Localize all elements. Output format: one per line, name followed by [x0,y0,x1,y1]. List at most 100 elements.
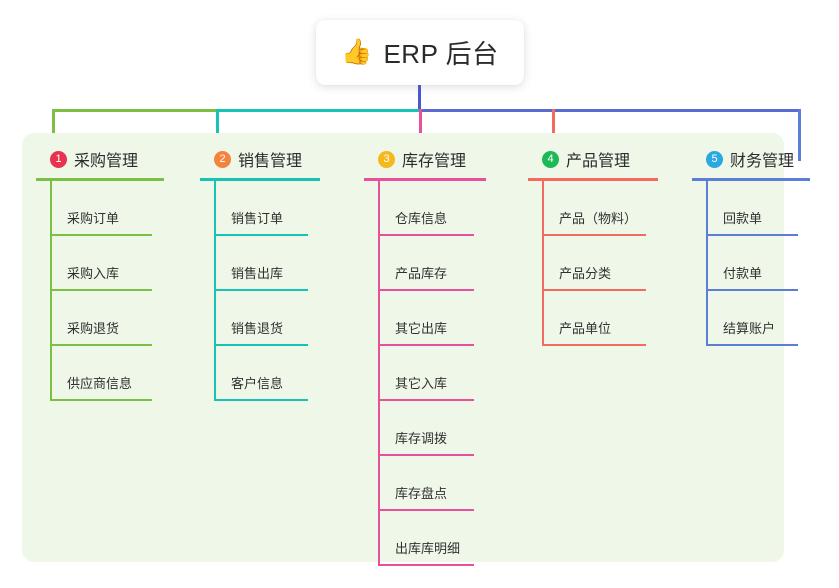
leaf-item[interactable]: 库存盘点 [364,456,486,511]
leaf-item-underline [214,234,308,236]
column-spine-3 [378,181,380,566]
leaf-item-underline [214,289,308,291]
column-items-2: 销售订单销售出库销售退货客户信息 [200,181,320,401]
leaf-item-label: 产品库存 [395,266,448,281]
column-title-5: 财务管理 [730,153,795,170]
leaf-item-label: 销售退货 [231,321,284,336]
bus-segment-green [52,109,216,112]
column-header-3[interactable]: 3 库存管理 [364,146,486,172]
drop-connector-5 [798,109,801,161]
column-badge-4: 4 [542,150,559,168]
column-spine-2 [214,181,216,401]
leaf-item[interactable]: 回款单 [692,181,810,236]
column-4: 4 产品管理产品（物料） 产品分类产品单位 [528,146,658,346]
leaf-item-underline [542,344,646,346]
column-title-1: 采购管理 [74,153,139,170]
column-title-3: 库存管理 [402,153,467,170]
leaf-item-label: 结算账户 [723,321,776,336]
column-items-5: 回款单付款单结算账户 [692,181,810,346]
column-underline-1 [36,178,164,181]
leaf-item[interactable]: 销售订单 [200,181,320,236]
leaf-item[interactable]: 产品单位 [528,291,658,346]
leaf-item[interactable]: 出库库明细 [364,511,486,566]
leaf-item-label: 采购订单 [67,211,120,226]
leaf-item-underline [542,234,646,236]
column-underline-5 [692,178,810,181]
leaf-item[interactable]: 产品分类 [528,236,658,291]
leaf-item-label: 销售出库 [231,266,284,281]
leaf-item-label: 库存盘点 [395,486,448,501]
leaf-item-underline [378,289,474,291]
column-title-2: 销售管理 [238,153,303,170]
column-header-1[interactable]: 1 采购管理 [36,146,164,172]
leaf-item[interactable]: 其它出库 [364,291,486,346]
leaf-item-underline [50,344,152,346]
leaf-item[interactable]: 库存调拨 [364,401,486,456]
leaf-item[interactable]: 采购退货 [36,291,164,346]
leaf-item-label: 产品（物料） [559,211,638,226]
leaf-item-underline [50,399,152,401]
background-panel [22,133,784,562]
column-spine-4 [542,181,544,346]
column-title-4: 产品管理 [566,153,631,170]
leaf-item-label: 销售订单 [231,211,284,226]
leaf-item-underline [706,289,798,291]
root-title-card[interactable]: 👍 ERP 后台 [316,20,524,85]
column-underline-2 [200,178,320,181]
column-items-4: 产品（物料） 产品分类产品单位 [528,181,658,346]
bus-segment-teal [216,109,419,112]
leaf-item-label: 其它入库 [395,376,448,391]
leaf-item-underline [378,509,474,511]
column-1: 1 采购管理采购订单采购入库采购退货供应商信息 [36,146,164,401]
leaf-item-label: 产品分类 [559,266,612,281]
leaf-item[interactable]: 采购入库 [36,236,164,291]
leaf-item-label: 出库库明细 [395,541,461,556]
leaf-item[interactable]: 供应商信息 [36,346,164,401]
leaf-item-underline [706,234,798,236]
leaf-item-underline [378,344,474,346]
column-badge-1: 1 [50,150,67,168]
leaf-item-label: 仓库信息 [395,211,448,226]
column-spine-1 [50,181,52,401]
leaf-item-underline [378,564,474,566]
leaf-item[interactable]: 仓库信息 [364,181,486,236]
leaf-item[interactable]: 产品（物料） [528,181,658,236]
leaf-item-label: 客户信息 [231,376,284,391]
column-header-4[interactable]: 4 产品管理 [528,146,658,172]
leaf-item[interactable]: 其它入库 [364,346,486,401]
leaf-item-label: 其它出库 [395,321,448,336]
thumbs-up-icon: 👍 [341,38,373,66]
root-title-inner: 👍 ERP 后台 [341,34,498,71]
leaf-item-label: 产品单位 [559,321,612,336]
column-badge-3: 3 [378,150,395,168]
leaf-item[interactable]: 付款单 [692,236,810,291]
leaf-item-underline [542,289,646,291]
leaf-item[interactable]: 产品库存 [364,236,486,291]
leaf-item-underline [214,344,308,346]
trunk-vertical-connector [418,85,421,111]
leaf-item-underline [50,289,152,291]
leaf-item-underline [378,454,474,456]
leaf-item[interactable]: 采购订单 [36,181,164,236]
leaf-item-underline [214,399,308,401]
leaf-item-label: 付款单 [723,266,763,281]
column-underline-4 [528,178,658,181]
leaf-item-label: 供应商信息 [67,376,133,391]
leaf-item[interactable]: 销售退货 [200,291,320,346]
leaf-item-underline [378,399,474,401]
leaf-item-label: 采购退货 [67,321,120,336]
leaf-item[interactable]: 结算账户 [692,291,810,346]
leaf-item-label: 采购入库 [67,266,120,281]
column-items-3: 仓库信息产品库存其它出库其它入库库存调拨库存盘点出库库明细 [364,181,486,566]
leaf-item-underline [706,344,798,346]
root-title-label: ERP 后台 [383,39,499,69]
leaf-item-underline [378,234,474,236]
leaf-item-label: 库存调拨 [395,431,448,446]
leaf-item[interactable]: 销售出库 [200,236,320,291]
leaf-item[interactable]: 客户信息 [200,346,320,401]
column-spine-5 [706,181,708,346]
